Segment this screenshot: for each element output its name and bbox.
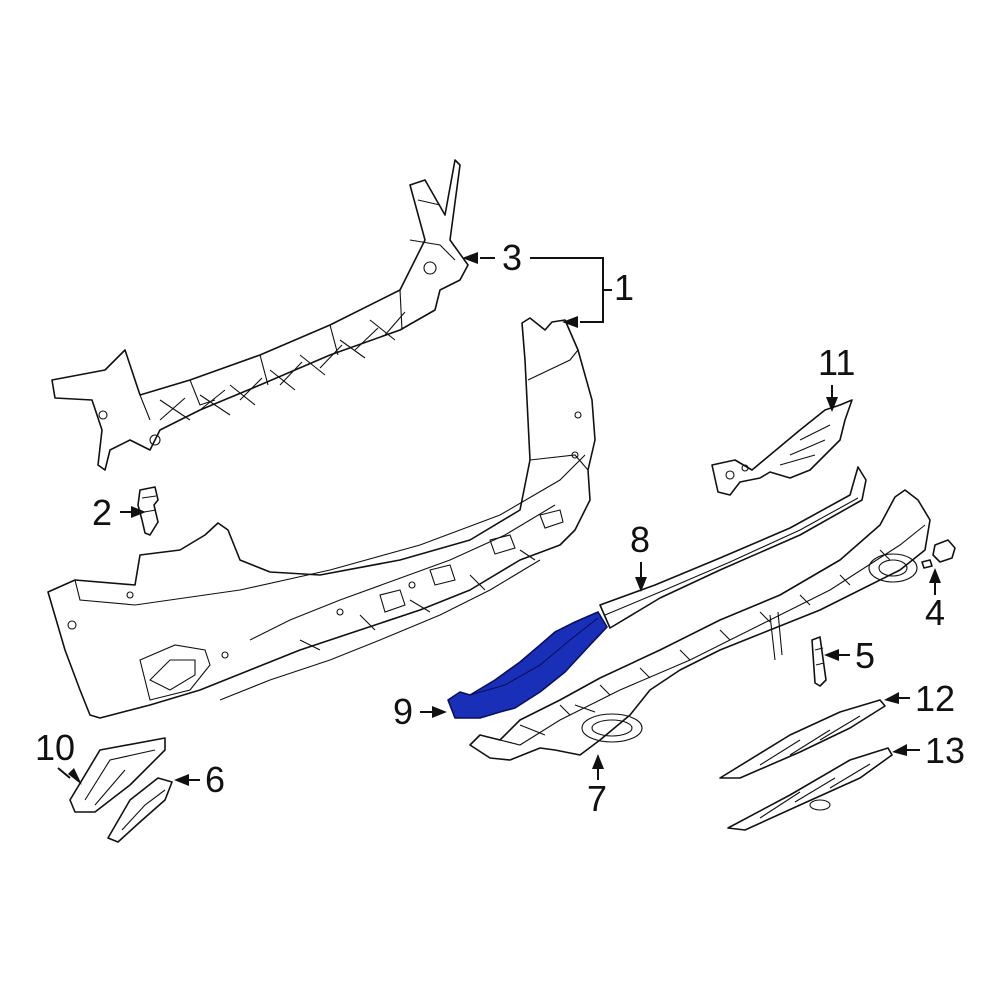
callout-9: 9 [393, 691, 413, 732]
part-9-highlighted-trim[interactable] [447, 611, 608, 719]
callout-13: 13 [925, 730, 965, 771]
part-12-undertray[interactable] [719, 699, 886, 779]
callout-1: 1 [614, 267, 634, 308]
callout-2: 2 [92, 492, 112, 533]
part-8-trim-strip[interactable] [599, 466, 867, 629]
callout-5: 5 [855, 635, 875, 676]
callout-7: 7 [587, 778, 607, 819]
callout-12: 12 [915, 678, 955, 719]
callout-4: 4 [925, 592, 945, 633]
callout-3: 3 [502, 237, 522, 278]
callout-labels: 3 1 2 11 8 4 5 12 13 9 7 10 6 [35, 237, 965, 819]
callout-8: 8 [630, 519, 650, 560]
part-7-diffuser[interactable] [469, 489, 931, 761]
part-6-lower-trim[interactable] [107, 777, 173, 843]
part-5-bracket[interactable] [811, 636, 827, 687]
part-13-undertray[interactable] [727, 747, 893, 831]
callout-10: 10 [35, 727, 75, 768]
part-1-bumper-cover[interactable] [47, 317, 596, 719]
callout-6: 6 [205, 759, 225, 800]
callout-11: 11 [818, 342, 855, 383]
part-10-reflector[interactable] [69, 737, 166, 813]
part-3-reinforcement-bar[interactable] [51, 159, 469, 471]
part-11-bracket[interactable] [711, 399, 853, 496]
part-4-clip[interactable] [921, 539, 956, 569]
leader-lines [57, 252, 941, 786]
